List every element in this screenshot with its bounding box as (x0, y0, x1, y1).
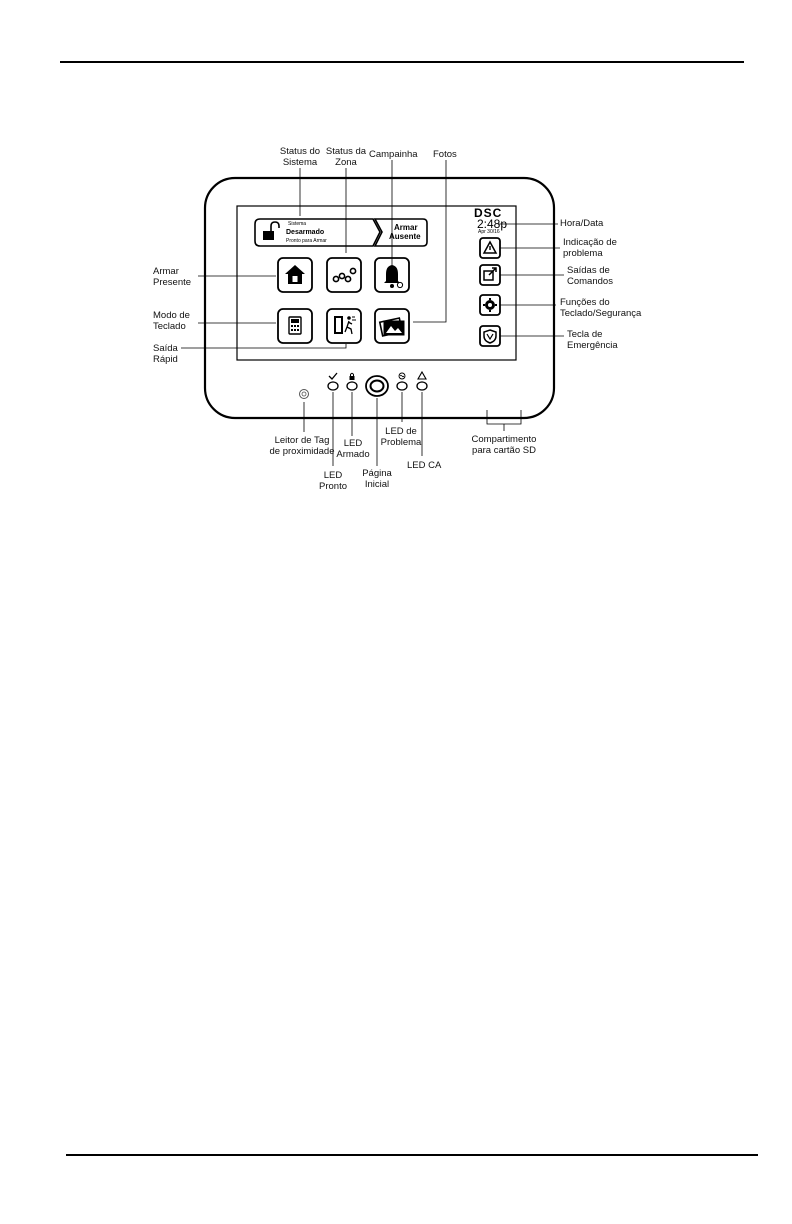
arm-away-label-1[interactable]: Armar (394, 223, 418, 232)
system-status: Desarmado (286, 229, 325, 236)
brand-logo: DSC (474, 206, 503, 220)
bell-icon (384, 265, 400, 283)
leader-lines (181, 160, 564, 466)
keypad-mode-button (277, 308, 313, 344)
label-led-ca: LED CA (407, 460, 442, 471)
system-substatus: Pronto para Armar (286, 238, 327, 244)
arm-away-button (373, 218, 428, 247)
label-fotos: Fotos (433, 149, 457, 160)
home-icon (285, 265, 305, 284)
warning-small-icon (417, 370, 427, 380)
arm-stay-button (277, 257, 313, 293)
trouble-key (479, 237, 501, 259)
quick-exit-button (326, 308, 362, 344)
zone-status-button (326, 257, 362, 293)
photos-button (374, 308, 410, 344)
ac-wave-icon (398, 372, 406, 380)
label-hora-data: Hora/Data (560, 218, 604, 229)
clock-date: Apr 30/16 (478, 229, 500, 235)
trouble-led (396, 381, 408, 391)
footer-rule (66, 1154, 758, 1156)
clock-time: 2:48p (477, 217, 508, 231)
status-small-label: Sistema (288, 221, 307, 227)
zones-icon (332, 267, 357, 283)
ac-led (416, 381, 428, 391)
status-banner (254, 218, 381, 247)
label-campainha: Campainha (369, 149, 418, 160)
lock-icon (349, 372, 355, 380)
ready-led (327, 381, 339, 391)
warning-triangle-icon (482, 240, 498, 254)
armed-led (346, 381, 358, 391)
emergency-key (479, 325, 501, 347)
header-rule (60, 61, 744, 63)
functions-key (479, 294, 501, 316)
unlocked-padlock-icon (263, 221, 280, 240)
arm-away-label-2[interactable]: Ausente (389, 232, 421, 241)
output-arrow-icon (483, 270, 494, 281)
shield-icon (483, 329, 497, 344)
checkmark-icon (328, 372, 338, 380)
command-outputs-key (479, 264, 501, 286)
